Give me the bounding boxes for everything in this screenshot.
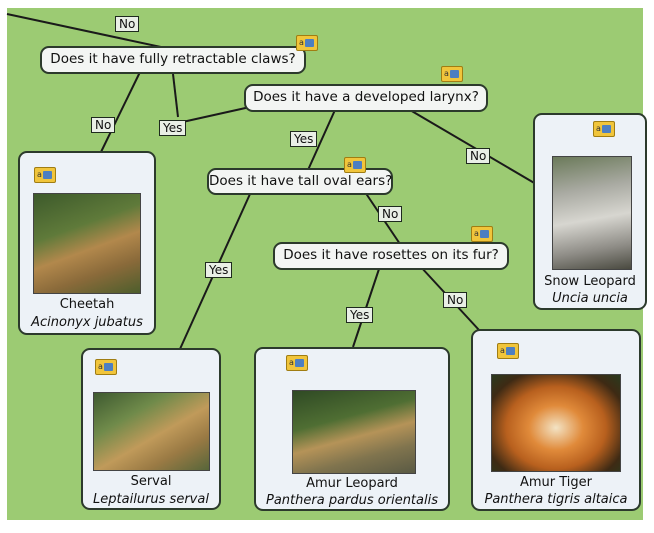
serval-scientific: Leptailurus serval bbox=[93, 492, 209, 507]
attachment-icon[interactable]: a bbox=[471, 226, 493, 242]
question-ears-text: Does it have tall oval ears? bbox=[209, 173, 393, 189]
attachment-icon[interactable]: a bbox=[344, 157, 366, 173]
edge-claws-no bbox=[100, 71, 141, 153]
edge-label-rosettes-yes: Yes bbox=[346, 307, 374, 323]
edge-larynx-yes bbox=[307, 109, 336, 171]
question-larynx-text: Does it have a developed larynx? bbox=[253, 89, 479, 105]
edge-top-no bbox=[6, 13, 176, 51]
card-serval[interactable]: a Serval Leptailurus serval bbox=[81, 348, 221, 510]
edge-label-ears-yes: Yes bbox=[205, 262, 233, 278]
question-ears[interactable]: Does it have tall oval ears? bbox=[207, 168, 393, 195]
edge-label-top-no: No bbox=[115, 16, 140, 32]
serval-name: Serval bbox=[130, 474, 172, 489]
edge-larynx-no bbox=[409, 109, 537, 185]
cheetah-photo bbox=[33, 193, 141, 294]
amur-leopard-scientific: Panthera pardus orientalis bbox=[266, 493, 438, 508]
edge-label-claws-yes: Yes bbox=[159, 120, 187, 136]
attachment-icon[interactable]: a bbox=[286, 355, 308, 371]
snow-leopard-scientific: Uncia uncia bbox=[552, 291, 628, 306]
attachment-icon[interactable]: a bbox=[441, 66, 463, 82]
edge-label-larynx-yes: Yes bbox=[290, 131, 318, 147]
question-rosettes-text: Does it have rosettes on its fur? bbox=[283, 247, 499, 263]
cheetah-scientific: Acinonyx jubatus bbox=[31, 315, 143, 330]
amur-tiger-photo bbox=[491, 374, 621, 472]
snow-leopard-photo bbox=[552, 156, 632, 270]
attachment-icon[interactable]: a bbox=[34, 167, 56, 183]
attachment-icon[interactable]: a bbox=[95, 359, 117, 375]
attachment-icon[interactable]: a bbox=[296, 35, 318, 51]
edge-label-claws-no: No bbox=[91, 117, 116, 133]
attachment-icon[interactable]: a bbox=[497, 343, 519, 359]
edge-rosettes-yes bbox=[352, 265, 381, 348]
amur-leopard-name: Amur Leopard bbox=[306, 476, 398, 491]
amur-tiger-scientific: Panthera tigris altaica bbox=[484, 492, 628, 507]
attachment-icon[interactable]: a bbox=[593, 121, 615, 137]
edge-yes-larynx bbox=[177, 106, 251, 124]
question-claws[interactable]: Does it have fully retractable claws? bbox=[40, 46, 306, 74]
edge-label-larynx-no: No bbox=[466, 148, 491, 164]
amur-leopard-photo bbox=[292, 390, 416, 474]
edge-claws-yes bbox=[172, 73, 179, 118]
cheetah-name: Cheetah bbox=[59, 297, 115, 312]
serval-photo bbox=[93, 392, 210, 471]
question-larynx[interactable]: Does it have a developed larynx? bbox=[244, 84, 488, 112]
edge-label-ears-no: No bbox=[378, 206, 403, 222]
snow-leopard-name: Snow Leopard bbox=[544, 274, 636, 289]
amur-tiger-name: Amur Tiger bbox=[519, 475, 593, 490]
card-amur-tiger[interactable]: a Amur Tiger Panthera tigris altaica bbox=[471, 329, 641, 511]
question-rosettes[interactable]: Does it have rosettes on its fur? bbox=[273, 242, 509, 270]
edge-label-rosettes-no: No bbox=[443, 292, 468, 308]
question-claws-text: Does it have fully retractable claws? bbox=[50, 51, 296, 67]
card-cheetah[interactable]: a Cheetah Acinonyx jubatus bbox=[18, 151, 156, 335]
card-snow-leopard[interactable]: a Snow Leopard Uncia uncia bbox=[533, 113, 647, 310]
card-amur-leopard[interactable]: a Amur Leopard Panthera pardus orientali… bbox=[254, 347, 450, 511]
